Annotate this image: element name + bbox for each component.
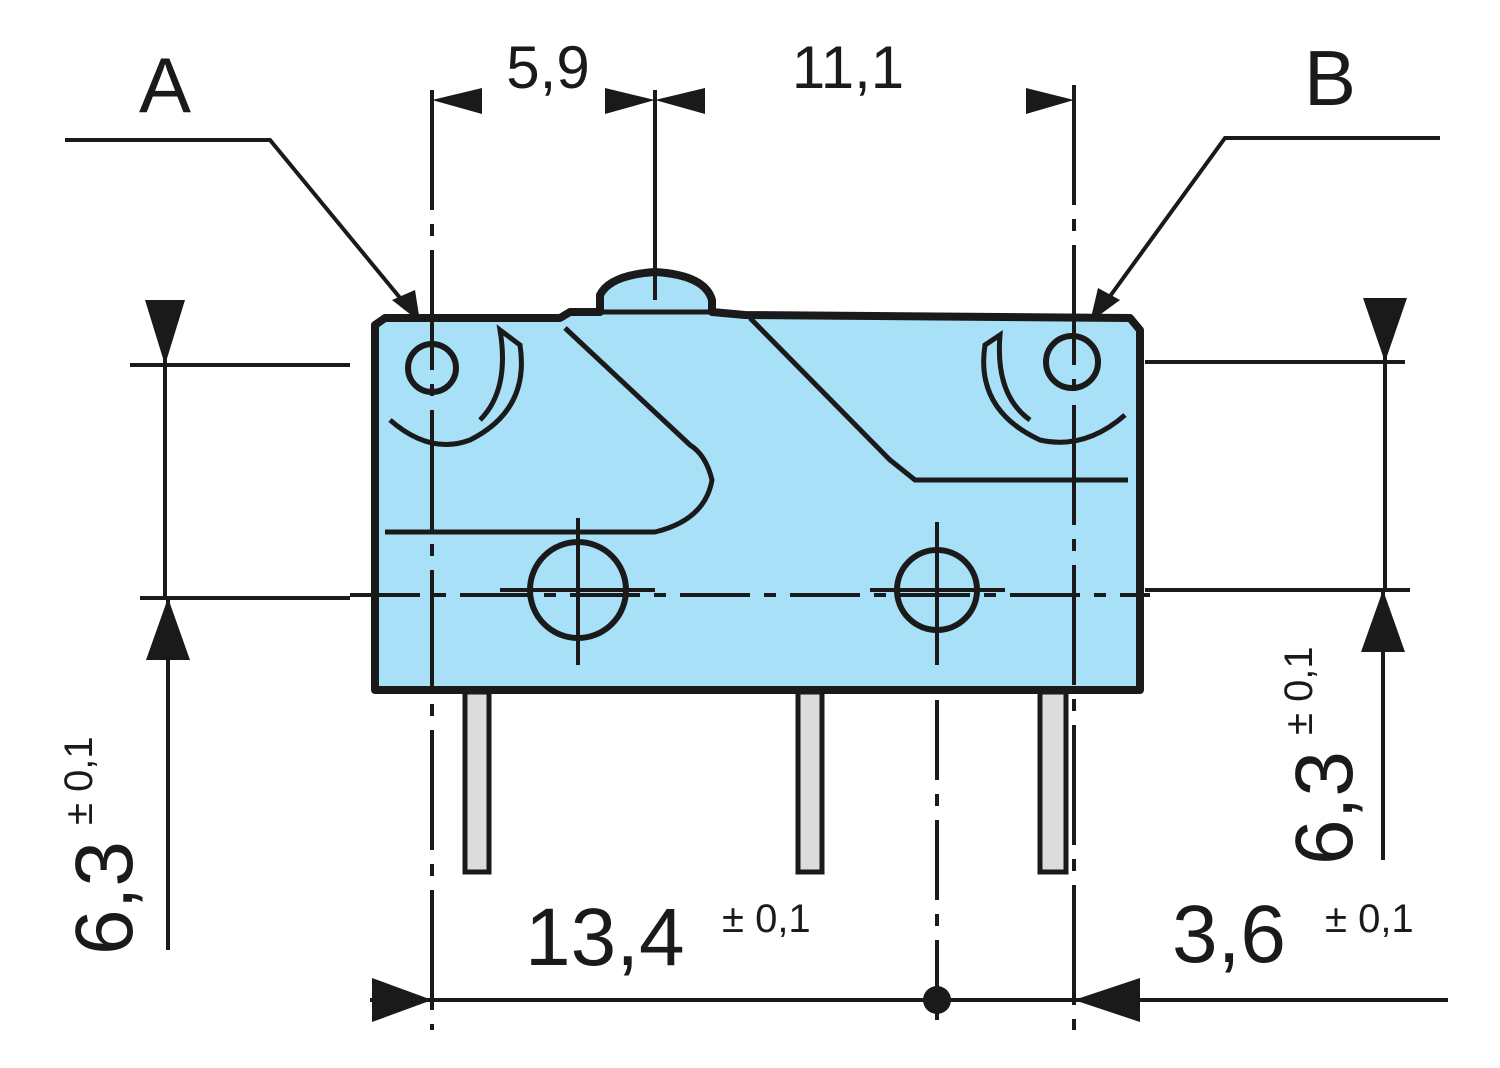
centre-lines — [350, 85, 1150, 1030]
switch-body — [371, 268, 1144, 694]
pins — [462, 689, 1069, 875]
dim-bottom-right-width-tol: ± 0,1 — [1325, 897, 1414, 941]
leaders — [65, 136, 1440, 322]
left-height-dimension — [130, 300, 350, 950]
right-height-dimension — [1145, 298, 1410, 860]
top-dimensions — [432, 88, 1074, 114]
dim-left-height: 6,3 — [59, 841, 150, 955]
pin-left — [462, 689, 492, 875]
dim-right-height: 6,3 — [1279, 751, 1370, 865]
dim-left-height-tol: ± 0,1 — [57, 736, 101, 825]
dim-top-left: 5,9 — [506, 34, 589, 101]
pin-right — [1037, 689, 1069, 875]
label-b: B — [1304, 34, 1356, 122]
dim-top-right: 11,1 — [792, 34, 904, 101]
dim-bottom-width: 13,4 — [525, 892, 685, 983]
dim-right-height-tol: ± 0,1 — [1277, 646, 1321, 735]
dim-bottom-right-width: 3,6 — [1172, 889, 1286, 980]
internal-lever — [385, 326, 715, 535]
dim-bottom-width-tol: ± 0,1 — [722, 897, 811, 941]
bottom-dimensions — [370, 978, 1448, 1022]
label-a: A — [139, 41, 191, 129]
pin-middle — [795, 689, 825, 875]
